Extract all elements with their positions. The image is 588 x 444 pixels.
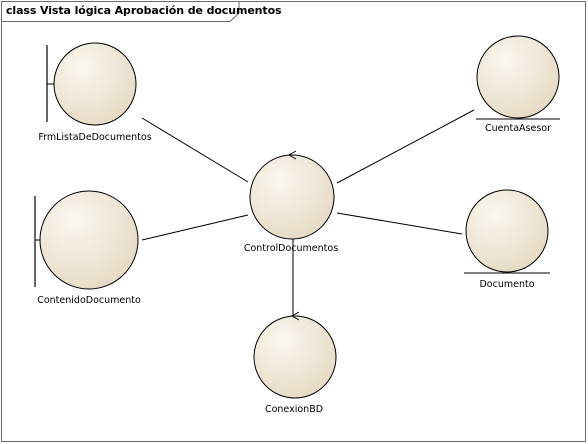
boundary-contenido-documento[interactable]	[34, 190, 139, 290]
label-conexion-bd: ConexionBD	[264, 404, 324, 415]
association-contenido-control[interactable]	[141, 214, 249, 241]
label-cuenta-asesor: CuentaAsesor	[484, 123, 552, 134]
label-control-documentos: ControlDocumentos	[243, 243, 339, 254]
entity-cuenta-asesor[interactable]	[476, 35, 560, 120]
boundary-frm-lista-de-documentos[interactable]	[46, 42, 137, 126]
association-control-cuenta[interactable]	[336, 109, 475, 184]
frame-tab-shape	[1, 1, 240, 22]
diagram-title: class Vista lógica Aprobación de documen…	[6, 4, 282, 17]
control-conexion-bd[interactable]	[253, 311, 337, 399]
control-control-documentos[interactable]	[249, 150, 335, 240]
association-frm-control[interactable]	[141, 117, 249, 183]
entity-documento[interactable]	[464, 189, 550, 274]
label-documento: Documento	[479, 279, 535, 290]
association-control-documento[interactable]	[336, 212, 463, 235]
label-contenido-documento: ContenidoDocumento	[37, 295, 141, 306]
label-frm-lista-de-documentos: FrmListaDeDocumentos	[38, 132, 152, 143]
